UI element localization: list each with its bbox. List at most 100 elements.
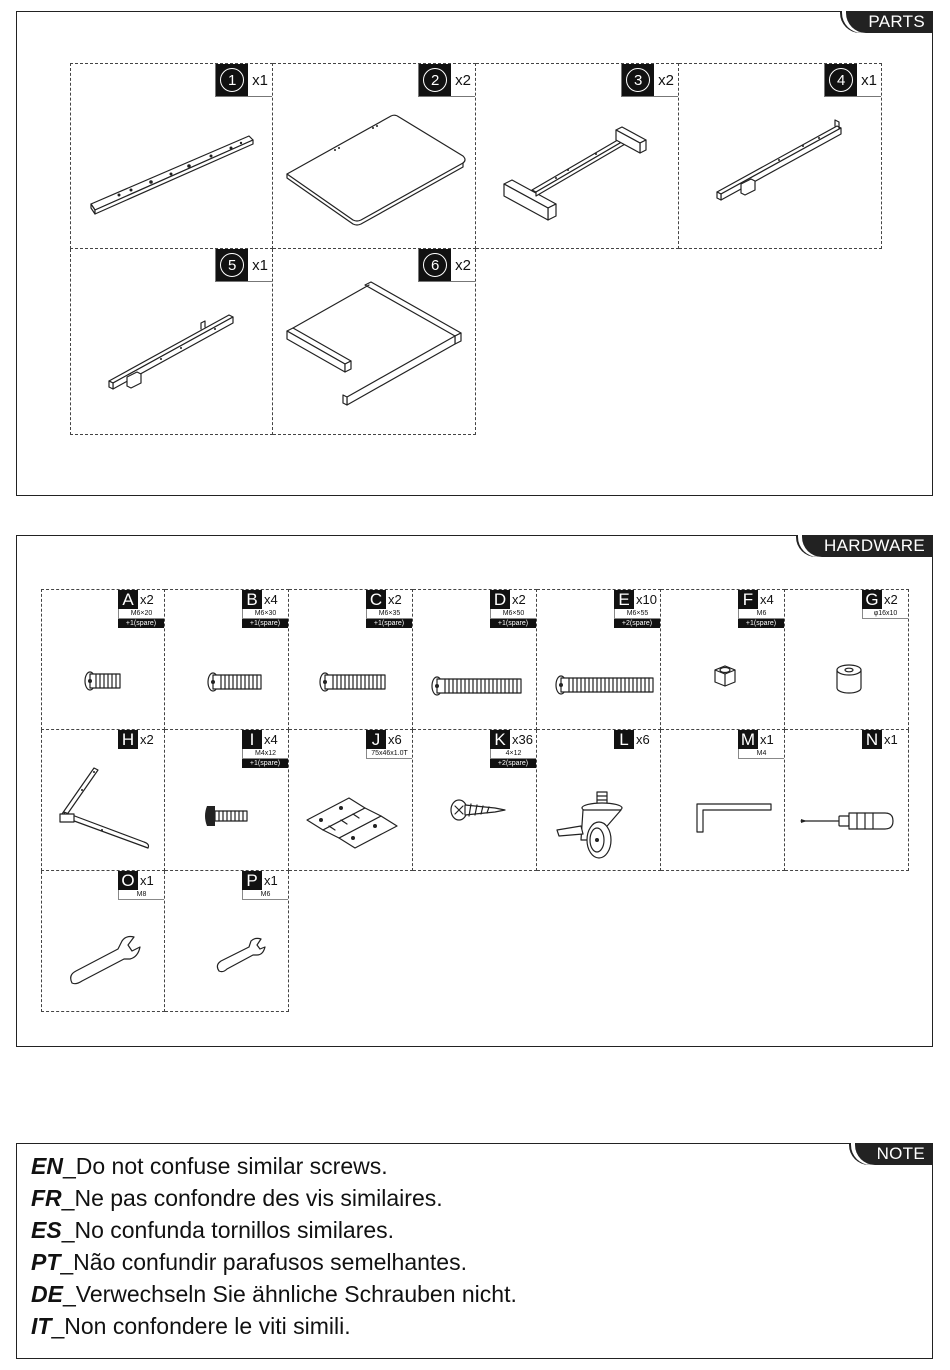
hw-spec: M6 [738,609,784,619]
note-tab: NOTE [854,1143,933,1165]
hw-qty: x1 [882,730,908,749]
hw-spec: M8 [118,890,164,900]
hw-letter: O [118,871,138,890]
hw-spare: +1(spare) [738,619,784,628]
bolt-icon [207,672,262,692]
hw-qty: x2 [882,590,908,609]
hw-letter: G [862,590,882,609]
hw-qty: x10 [634,590,660,609]
hw-spec: M4x12 [242,749,288,759]
crossbar-icon [716,119,842,201]
note-text: _Ne pas confondre des vis similaires. [61,1185,443,1211]
hw-spec: φ16x10 [862,609,908,619]
lang-code: EN [31,1153,63,1179]
long-panel-icon [90,135,254,215]
note-line-pt: PT_Não confundir parafusos semelhantes. [31,1246,467,1278]
hw-letter: D [490,590,510,609]
foot-beam-icon [503,126,647,221]
note-text: _Não confundir parafusos semelhantes. [60,1249,467,1275]
hw-spare: +1(spare) [242,619,288,628]
hw-letter: K [490,730,510,749]
note-panel: NOTE EN_Do not confuse similar screws. F… [16,1143,933,1359]
hw-qty: x2 [386,590,412,609]
hw-letter: E [614,590,634,609]
hw-letter: I [242,730,262,749]
hw-letter: C [366,590,386,609]
hardware-tab: HARDWARE [802,535,933,557]
note-line-en: EN_Do not confuse similar screws. [31,1150,388,1182]
note-text: _Do not confuse similar screws. [62,1153,388,1179]
hw-letter: H [118,730,138,749]
note-text: _Non confondere le viti simili. [51,1313,351,1339]
machine-screw-icon [205,806,248,826]
note-text: _No confunda tornillos similares. [61,1217,395,1243]
short-bolt-icon [84,671,121,691]
hw-letter: J [366,730,386,749]
hardware-tab-label: HARDWARE [824,536,925,555]
hw-spec: M6×30 [242,609,288,619]
hw-spec: 4×12 [490,749,536,759]
part-qty: x2 [451,64,475,96]
hw-qty: x1 [758,730,784,749]
hw-spare: +1(spare) [366,619,412,628]
bolt-icon [319,672,386,692]
long-bolt-icon [555,675,654,695]
part-qty: x1 [857,64,881,96]
hw-spare: +1(spare) [118,619,164,628]
hw-qty: x1 [262,871,288,890]
hw-spare: +2(spare) [490,759,536,768]
caster-wheel-icon [556,791,623,859]
note-line-es: ES_No confunda tornillos similares. [31,1214,394,1246]
hw-spec: M6×50 [490,609,536,619]
part-qty: x1 [248,249,272,281]
note-text: _Verwechseln Sie ähnliche Schrauben nich… [62,1281,517,1307]
hw-letter: B [242,590,262,609]
lang-code: FR [31,1185,62,1211]
hw-qty: x6 [634,730,660,749]
hw-spec: M6×20 [118,609,164,619]
hw-letter: F [738,590,758,609]
hex-nut-icon [714,665,736,687]
hinge-icon [306,797,398,849]
crossbar-icon [108,314,234,390]
hw-qty: x1 [138,871,164,890]
u-frame-icon [286,281,462,406]
hw-letter: N [862,730,882,749]
part-number: 1 [220,68,245,92]
note-line-it: IT_Non confondere le viti simili. [31,1310,351,1342]
part-number: 4 [829,68,854,92]
hw-spec: 75x46x1.0T [366,749,412,759]
part-qty: x1 [248,64,272,96]
